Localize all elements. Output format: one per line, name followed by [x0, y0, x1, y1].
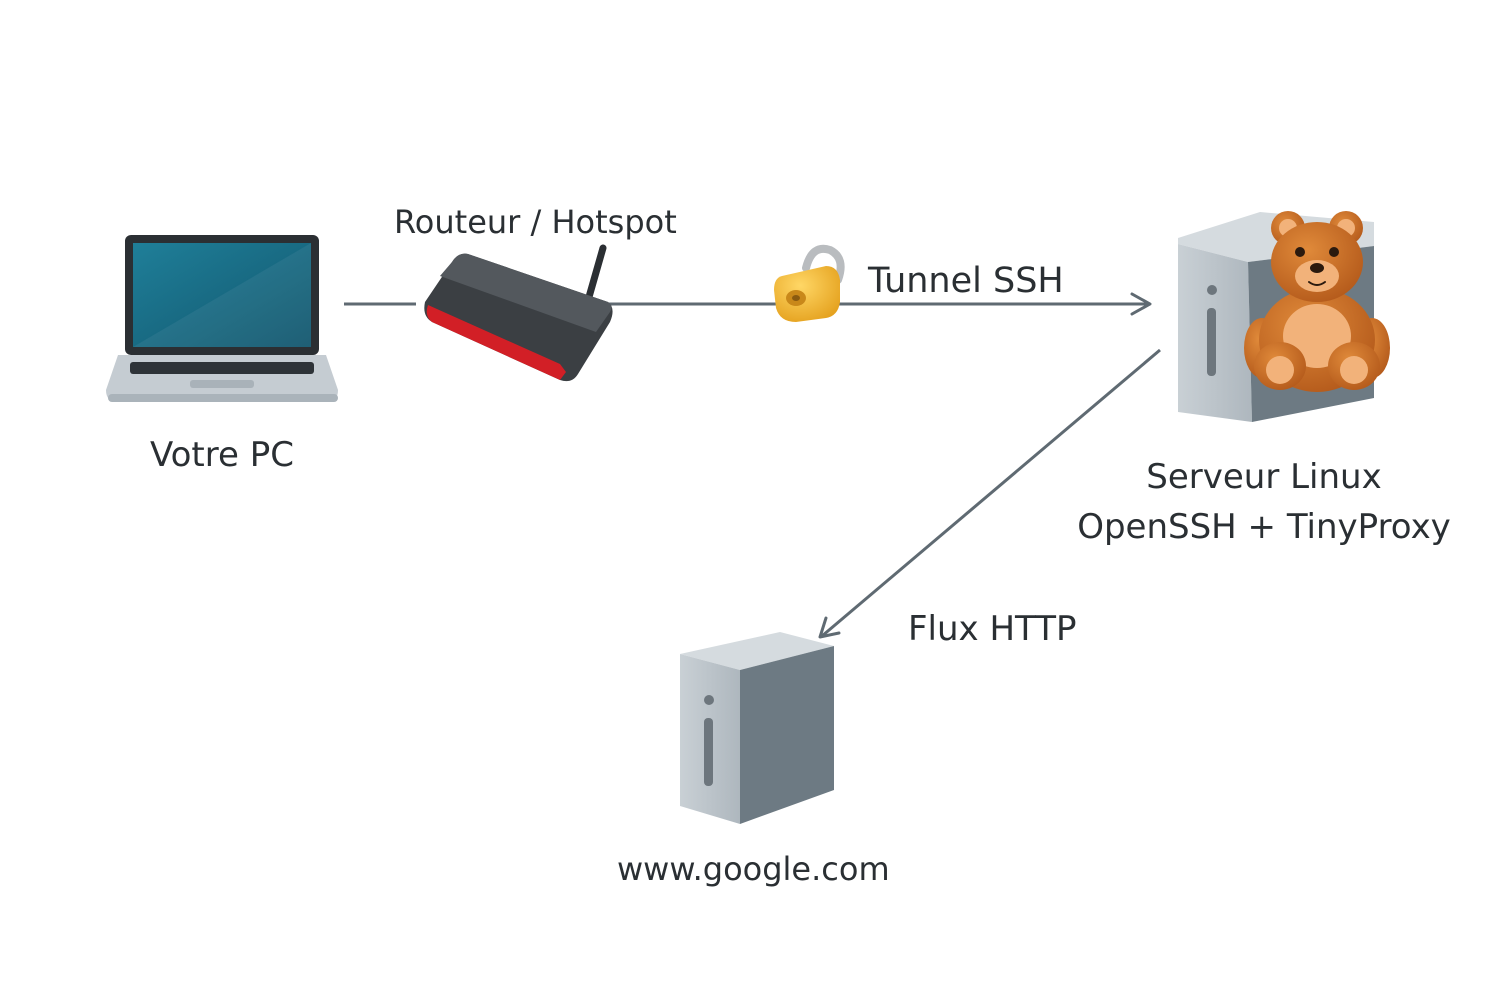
- teddy-bear-icon: [1244, 211, 1390, 392]
- server-label-line1: Serveur Linux: [1146, 457, 1382, 497]
- server-label-line2: OpenSSH + TinyProxy: [1077, 507, 1451, 547]
- link-tunnel-ssh: [600, 292, 1152, 316]
- server-label: Serveur Linux OpenSSH + TinyProxy: [1030, 452, 1498, 552]
- tunnel-ssh-label: Tunnel SSH: [868, 261, 1064, 301]
- padlock-icon: [774, 244, 845, 322]
- pc-label: Votre PC: [150, 435, 294, 475]
- flux-http-label: Flux HTTP: [908, 609, 1077, 649]
- server-tower-icon: [680, 632, 834, 824]
- laptop-icon: [106, 235, 338, 402]
- google-label: www.google.com: [617, 850, 890, 888]
- router-label: Routeur / Hotspot: [394, 203, 677, 241]
- link-flux-http: [818, 348, 1161, 639]
- router-icon: [424, 244, 613, 382]
